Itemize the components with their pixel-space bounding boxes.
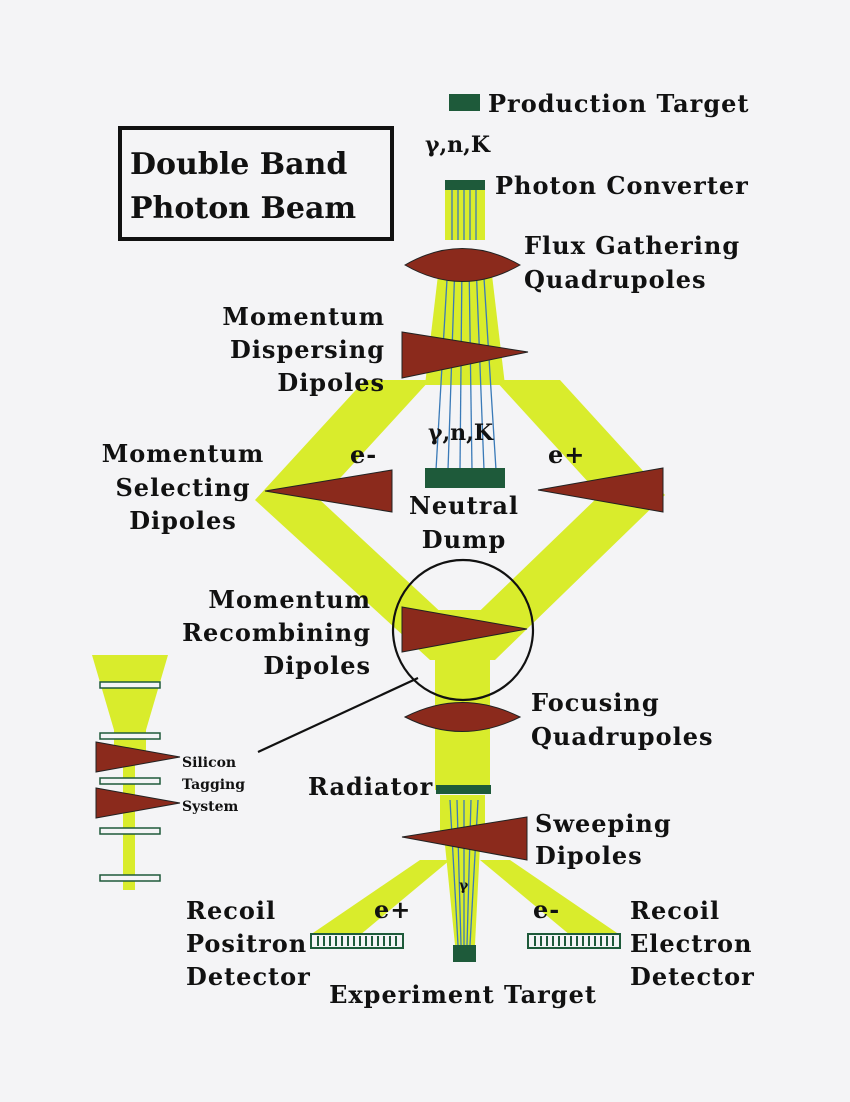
- label-recoil-left-2: Positron: [186, 929, 307, 958]
- label-focusing: Focusing: [531, 688, 660, 717]
- label-dispersing-2: Dispersing: [230, 335, 385, 364]
- label-focusing-quadrupoles: Quadrupoles: [531, 722, 713, 751]
- label-experiment-target: Experiment Target: [329, 980, 597, 1009]
- sweeping-dipole: [401, 816, 528, 861]
- label-e-minus-bottom: e-: [533, 895, 560, 924]
- focusing-quadrupole-lens: [403, 702, 522, 732]
- radiator-block: [436, 785, 491, 794]
- beam-left-upper: [255, 380, 430, 500]
- magnifier-pointer: [257, 677, 419, 753]
- beam-right-upper: [495, 380, 665, 495]
- experiment-target-block: [453, 945, 476, 962]
- label-gnk-mid: γ,n,K: [428, 420, 494, 446]
- photon-converter-block: [445, 180, 485, 190]
- electron-detector: [527, 933, 621, 949]
- label-neutral: Neutral: [409, 491, 519, 520]
- label-recoil-right-1: Recoil: [630, 896, 720, 925]
- label-flux-gathering: Flux Gathering: [524, 231, 740, 260]
- label-e-plus-right: e+: [548, 440, 585, 469]
- label-dispersing-1: Momentum: [222, 302, 385, 331]
- label-tagging: Tagging: [182, 777, 245, 793]
- label-gamma-bottom: γ: [459, 878, 469, 894]
- positron-detector: [310, 933, 404, 949]
- label-dump: Dump: [422, 525, 506, 554]
- label-selecting-3: Dipoles: [129, 506, 237, 535]
- label-silicon: Silicon: [182, 755, 236, 771]
- label-selecting-2: Selecting: [115, 473, 250, 502]
- beam-electron: [480, 860, 620, 935]
- central-beam-upper: [445, 190, 485, 240]
- selecting-dipole-left: [264, 469, 393, 513]
- magnets: [264, 248, 664, 861]
- label-system: System: [182, 799, 239, 815]
- label-flux-quadrupoles: Quadrupoles: [524, 265, 706, 294]
- silicon-tagging-inset: [92, 655, 181, 890]
- flux-quadrupole-lens: [404, 248, 522, 282]
- neutral-dump-block: [425, 468, 505, 488]
- dispersing-dipole: [401, 331, 529, 379]
- label-dispersing-3: Dipoles: [277, 368, 385, 397]
- label-sweeping: Sweeping: [535, 809, 672, 838]
- recombining-magnifier: [391, 558, 535, 702]
- label-recombining-3: Dipoles: [263, 651, 371, 680]
- label-recoil-left-3: Detector: [186, 962, 311, 991]
- selecting-dipole-right: [537, 467, 664, 513]
- title-box: [118, 126, 394, 241]
- title-line-1: Double Band: [130, 147, 347, 182]
- recombining-dipole: [401, 606, 528, 653]
- label-e-plus-bottom: e+: [374, 895, 411, 924]
- production-target-block: [449, 94, 480, 111]
- label-sweeping-dipoles: Dipoles: [535, 841, 643, 870]
- label-production-target: Production Target: [488, 89, 749, 118]
- label-selecting-1: Momentum: [102, 439, 265, 468]
- label-photon-converter: Photon Converter: [495, 171, 749, 200]
- label-e-minus-left: e-: [350, 440, 377, 469]
- label-gnk-top: γ,n,K: [425, 132, 491, 158]
- label-recombining-2: Recombining: [182, 618, 371, 647]
- title-line-2: Photon Beam: [130, 191, 356, 226]
- label-recombining-1: Momentum: [208, 585, 371, 614]
- label-radiator: Radiator: [308, 772, 433, 801]
- beam-positron: [310, 860, 450, 935]
- beam-right-lower: [460, 495, 665, 660]
- label-recoil-left-1: Recoil: [186, 896, 276, 925]
- label-recoil-right-3: Detector: [630, 962, 755, 991]
- label-recoil-right-2: Electron: [630, 929, 752, 958]
